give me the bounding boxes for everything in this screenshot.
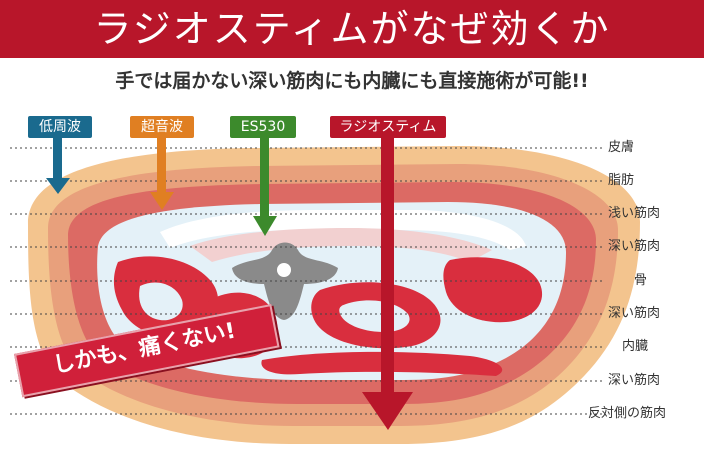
layer-label-fat: 脂肪 xyxy=(608,173,635,188)
spinal-canal xyxy=(277,263,291,277)
arrow-low-frequency xyxy=(46,136,70,194)
tag-low-frequency: 低周波 xyxy=(28,116,92,138)
tag-ultrasound: 超音波 xyxy=(130,116,194,138)
layer-label-deep-muscle-2: 深い筋肉 xyxy=(608,306,661,321)
tag-es530: ES530 xyxy=(230,116,296,138)
arrow-es530 xyxy=(253,136,277,236)
arrow-ultrasound xyxy=(150,136,174,210)
page-title: ラジオスティムがなぜ効くか xyxy=(93,7,611,51)
title-banner xyxy=(0,0,704,58)
layer-label-shallow-muscle: 浅い筋肉 xyxy=(608,206,661,221)
layer-label-bone: 骨 xyxy=(634,273,648,288)
layer-label-deep-muscle-3: 深い筋肉 xyxy=(608,373,661,388)
arrow-radiostim xyxy=(362,136,413,430)
deep-muscle-band xyxy=(190,228,492,262)
layer-label-deep-muscle-1: 深い筋肉 xyxy=(608,239,661,254)
tag-radiostim: ラジオスティム xyxy=(330,116,446,138)
layer-label-viscera: 内臓 xyxy=(622,339,649,354)
viscera-far-right xyxy=(443,257,543,323)
layer-label-opposite-muscle: 反対側の筋肉 xyxy=(588,406,667,421)
page-subtitle: 手では届かない深い筋肉にも内臓にも直接施術が可能!! xyxy=(115,70,589,92)
layer-guide-lines xyxy=(10,147,604,415)
layer-label-skin: 皮膚 xyxy=(608,140,635,155)
viscera-left-inner xyxy=(139,282,183,321)
